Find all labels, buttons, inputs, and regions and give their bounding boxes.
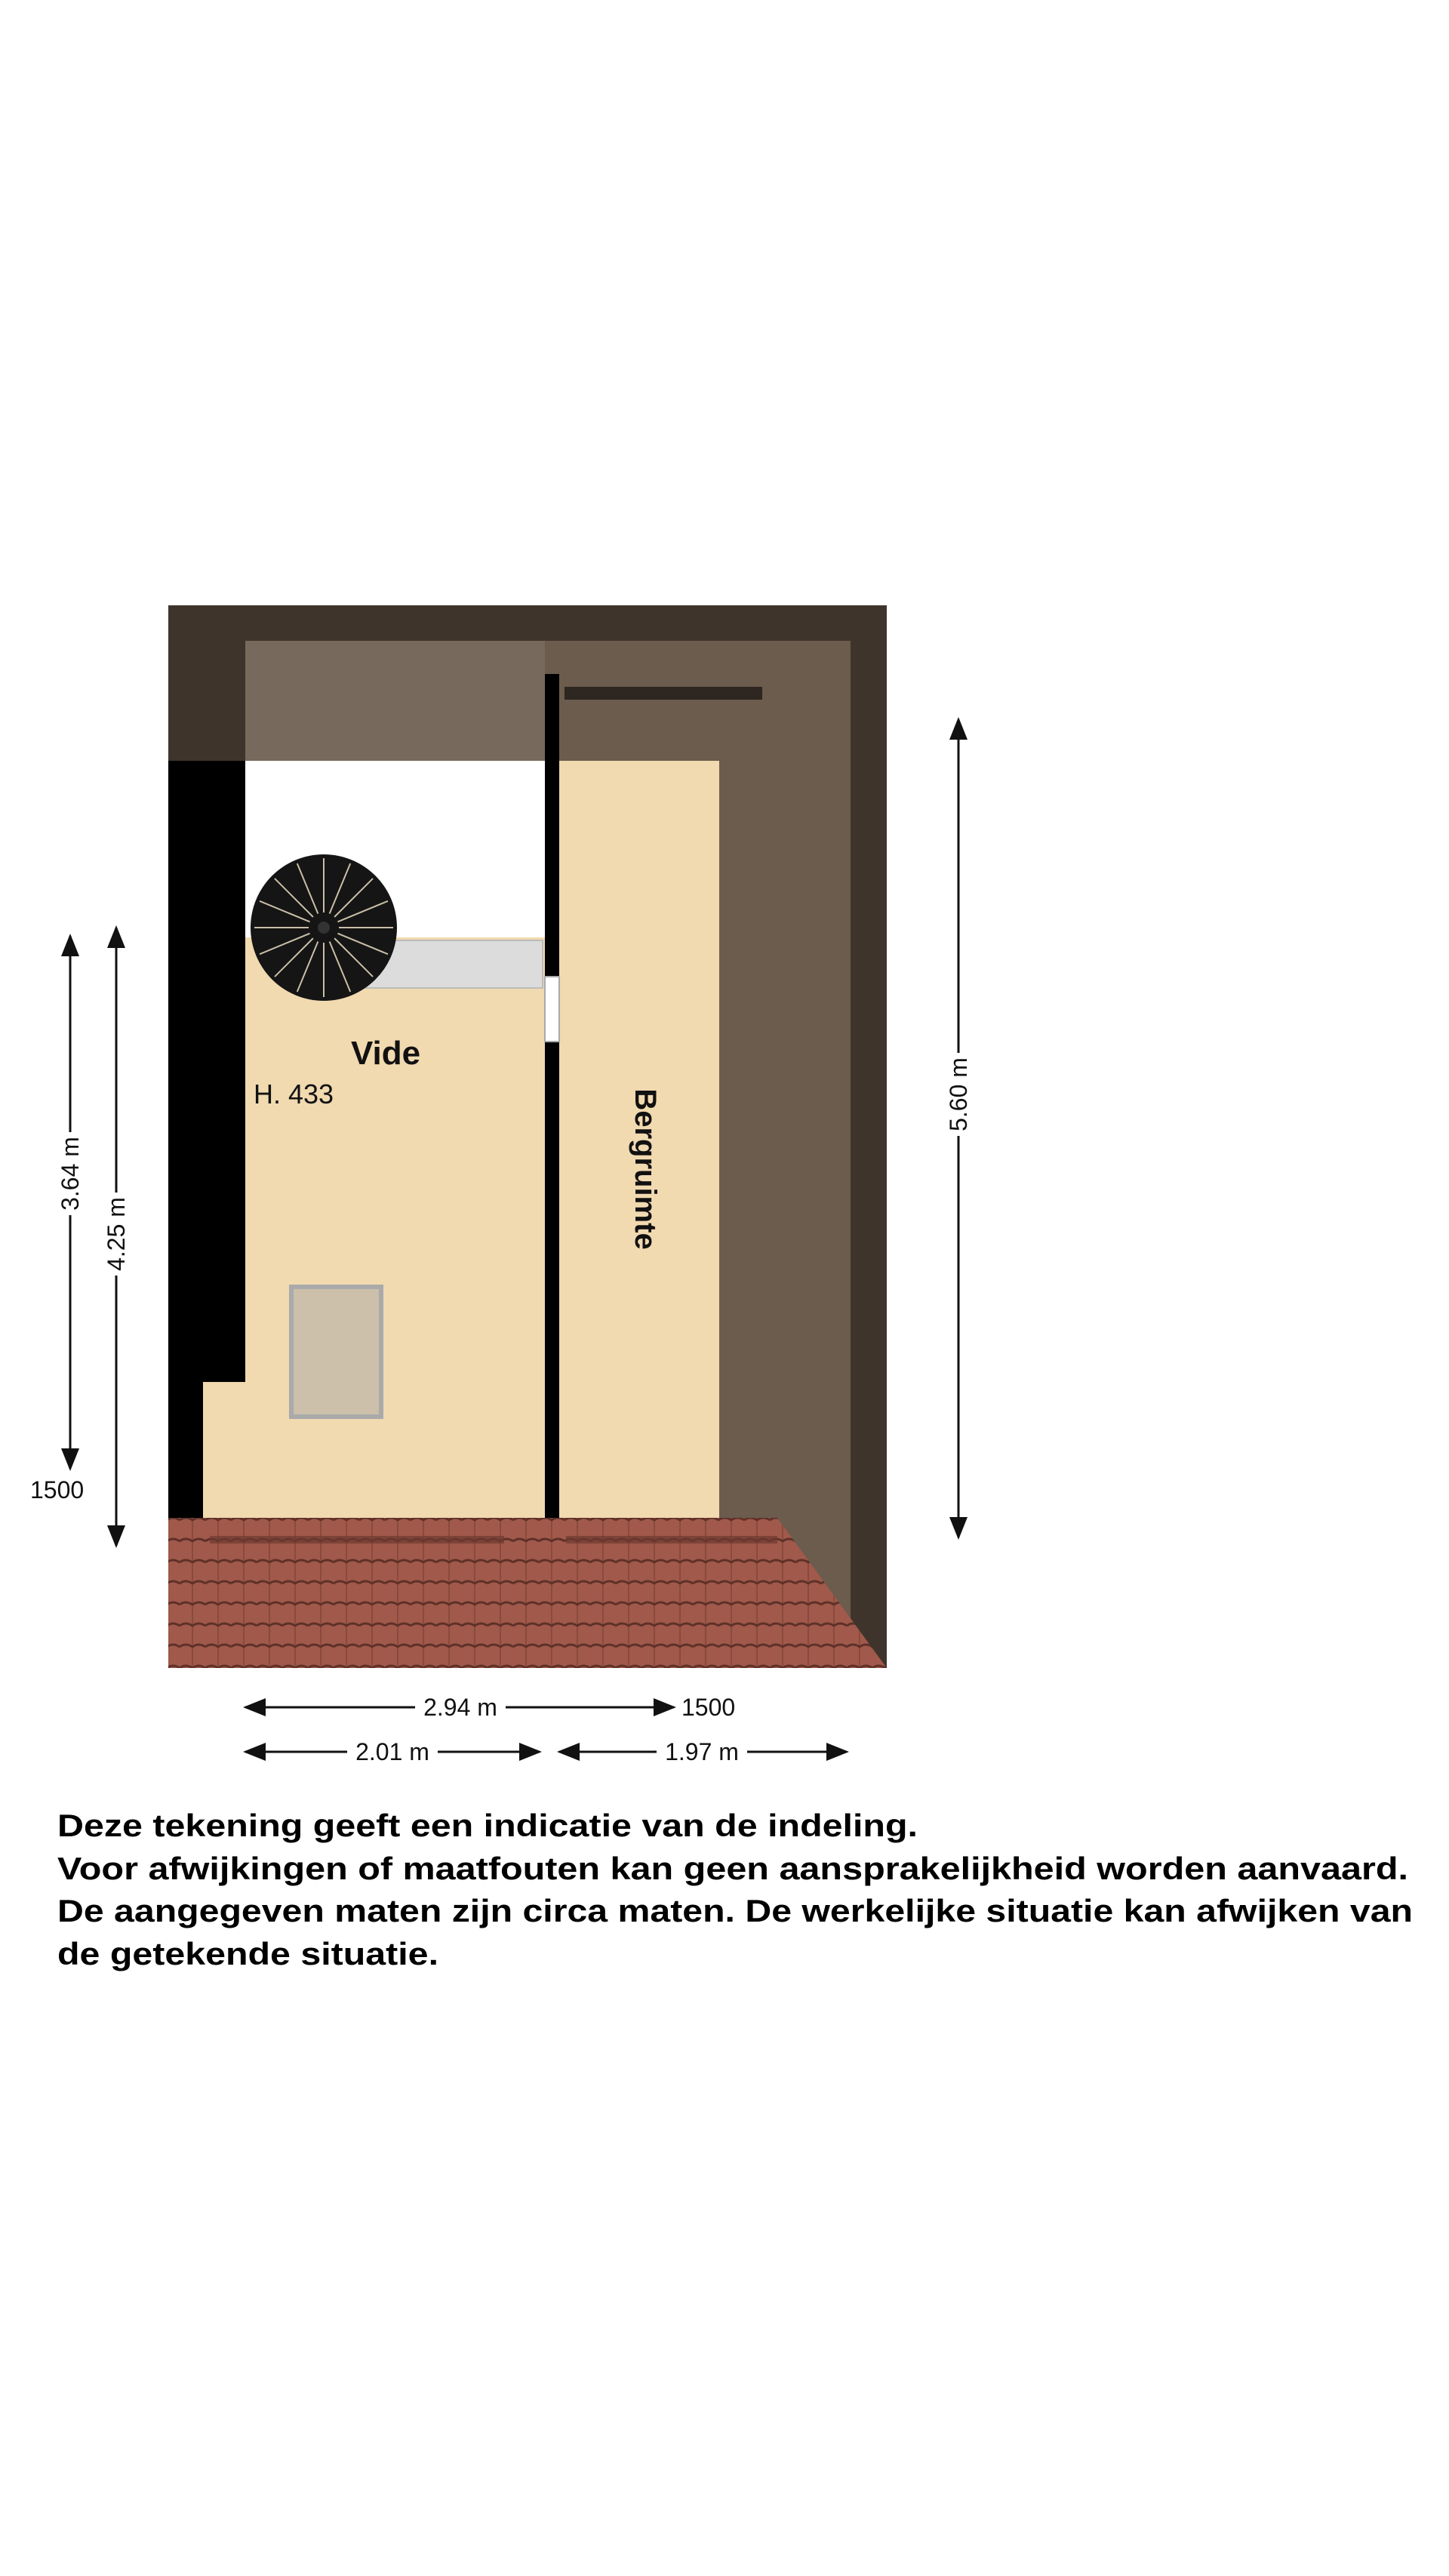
stair-tread bbox=[274, 937, 314, 977]
dimension-right: 5.60 m bbox=[945, 1057, 972, 1131]
stair-tread bbox=[334, 878, 374, 918]
roof-tiles bbox=[168, 1518, 887, 1668]
stair-tread bbox=[259, 932, 310, 956]
disclaimer-line: De aangegeven maten zijn circa maten. De… bbox=[57, 1893, 1413, 1928]
dimension-left-outer: 4.25 m bbox=[103, 1197, 130, 1271]
stair-tread bbox=[274, 878, 314, 918]
stair-tread bbox=[328, 941, 352, 993]
door-opening bbox=[544, 976, 560, 1042]
stair-tread bbox=[296, 941, 319, 993]
stair-tread bbox=[337, 900, 389, 923]
disclaimer-line: Deze tekening geeft een indicatie van de… bbox=[57, 1808, 918, 1843]
roof-inner-right bbox=[719, 641, 851, 1619]
partition-wall bbox=[545, 674, 559, 1546]
dimension-left-inner-extra: 1500 bbox=[30, 1476, 84, 1503]
spiral-staircase bbox=[251, 854, 397, 1001]
disclaimer: Deze tekening geeft een indicatie van de… bbox=[57, 1808, 1413, 1971]
room-label-vide: Vide bbox=[351, 1035, 420, 1072]
stair-tread bbox=[296, 863, 319, 914]
vide-floor-notch bbox=[203, 1382, 245, 1518]
disclaimer-line: de getekende situatie. bbox=[57, 1936, 438, 1971]
room-label-bergruimte: Bergruimte bbox=[629, 1088, 662, 1249]
room-height-label: H. 433 bbox=[254, 1079, 334, 1109]
stair-tread bbox=[328, 863, 352, 914]
dimension-bottom-right: 1.97 m bbox=[665, 1738, 739, 1765]
bergruimte-floor bbox=[559, 761, 719, 1518]
stair-tread bbox=[259, 900, 310, 923]
stair-tread bbox=[334, 937, 374, 977]
vide-floor bbox=[245, 937, 545, 1518]
stair-tread bbox=[337, 932, 389, 956]
roof-top-left bbox=[245, 641, 545, 761]
dimension-left-inner: 3.64 m bbox=[57, 1137, 84, 1211]
dimension-lines: 3.64 m 1500 4.25 m 5.60 m 2.94 m 1500 2.… bbox=[30, 717, 972, 1765]
gutter-line bbox=[566, 1536, 777, 1543]
dimension-bottom-left: 2.01 m bbox=[355, 1738, 429, 1765]
dimension-bottom-total: 2.94 m bbox=[423, 1694, 497, 1721]
top-beam bbox=[565, 687, 762, 700]
roof-hatch bbox=[289, 1285, 383, 1419]
disclaimer-line: Voor afwijkingen of maatfouten kan geen … bbox=[57, 1851, 1408, 1886]
dimension-bottom-total-extra: 1500 bbox=[681, 1694, 735, 1721]
floorplan: Vide H. 433 Bergruimte bbox=[168, 605, 887, 1668]
gutter-line bbox=[210, 1536, 504, 1543]
